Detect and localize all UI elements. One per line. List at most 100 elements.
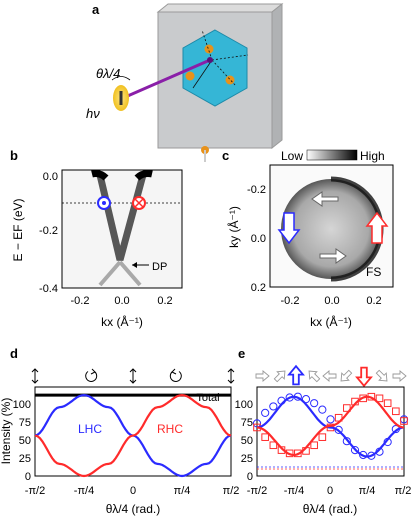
d-ytick-50: 50 xyxy=(19,435,31,447)
atom-1 xyxy=(204,44,214,54)
d-xtick-1: -π/4 xyxy=(74,485,94,497)
c-xtick-0: -0.2 xyxy=(281,295,300,307)
square-point xyxy=(261,433,269,441)
circular-cw-icon xyxy=(85,368,98,382)
linear-icon-2 xyxy=(129,368,137,384)
panel-b-label: b xyxy=(10,148,18,163)
square-point xyxy=(269,441,278,450)
d-ytick-100: 100 xyxy=(13,399,31,411)
e-xlabel: θλ/4 (rad.) xyxy=(303,502,357,516)
panel-d-label: d xyxy=(10,346,18,361)
circle-point xyxy=(342,437,351,446)
e-xtick-0: -π/2 xyxy=(247,485,267,497)
circle-point xyxy=(334,425,343,434)
d-ytick-0: 0 xyxy=(25,471,31,483)
circle-point xyxy=(359,450,368,460)
spin-arrow-icon xyxy=(340,369,353,382)
panel-b-arpes-map xyxy=(61,169,183,289)
d-xtick-0: -π/2 xyxy=(25,485,45,497)
linear-icon-3 xyxy=(227,368,235,384)
panel-a-schematic xyxy=(111,2,284,162)
c-ytick-2: 0.2 xyxy=(251,282,266,294)
atom-3 xyxy=(225,75,235,85)
panel-a-label: a xyxy=(92,2,100,17)
e-xtick-1: -π/4 xyxy=(284,485,304,497)
square-point xyxy=(310,441,318,450)
c-xtick-1: 0.0 xyxy=(324,295,339,307)
d-rhc-label: RHC xyxy=(157,422,183,436)
dp-annotation: DP xyxy=(152,261,167,273)
circle-point xyxy=(269,402,278,411)
b-ytick-0: 0.0 xyxy=(43,171,58,183)
e-ytick-0: 0 xyxy=(247,471,253,483)
e-ytick-25: 25 xyxy=(241,453,253,465)
fit-curve-2 xyxy=(256,395,405,458)
b-xtick-2: 0.2 xyxy=(157,295,172,307)
e-ytick-100: 100 xyxy=(235,399,253,411)
square-point xyxy=(375,394,384,403)
d-yticks: 100 75 50 25 0 xyxy=(13,399,31,483)
spin-arrow-icon xyxy=(392,370,407,382)
panel-e-label: e xyxy=(238,346,245,361)
d-ylabel: Intensity (%) xyxy=(0,398,13,465)
b-ytick-1: -0.2 xyxy=(39,225,58,237)
panel-c-label: c xyxy=(222,148,229,163)
panel-d-polarization-icons xyxy=(31,368,235,384)
d-lhc-label: LHC xyxy=(78,422,102,436)
e-ytick-75: 75 xyxy=(241,417,253,429)
linear-icon-1 xyxy=(31,368,39,384)
e-xtick-2: 0 xyxy=(327,485,333,497)
d-xtick-2: 0 xyxy=(130,485,136,497)
colorbar xyxy=(306,149,358,161)
spin-arrow-icon xyxy=(273,370,286,383)
d-xtick-3: π/4 xyxy=(174,485,191,497)
spin-arrow-icon xyxy=(322,370,337,382)
c-ytick-1: 0.0 xyxy=(251,233,266,245)
d-ytick-75: 75 xyxy=(19,417,31,429)
e-axes-frame xyxy=(256,386,405,477)
circle-point xyxy=(326,415,335,424)
d-xlabel: θλ/4 (rad.) xyxy=(106,502,160,516)
e-xtick-4: π/2 xyxy=(395,485,412,497)
e-ytick-50: 50 xyxy=(241,435,253,447)
d-axes-frame xyxy=(34,386,232,477)
spin-arrow-icon xyxy=(255,370,270,382)
d-xtick-4: π/2 xyxy=(223,485,240,497)
c-ytick-0: -0.2 xyxy=(247,184,266,196)
spin-arrow-icon xyxy=(375,369,388,382)
square-point xyxy=(383,399,392,407)
rhc-curve xyxy=(34,393,232,478)
square-point xyxy=(318,433,327,441)
b-ylabel: E − EF (eV) xyxy=(11,198,25,261)
b-xlabel: kx (Å⁻¹) xyxy=(101,314,143,329)
panel-e-spin-arrows xyxy=(255,364,407,388)
spin-arrow-icon xyxy=(355,366,373,388)
photon-label: hν xyxy=(86,106,100,121)
colorbar-high-label: High xyxy=(360,149,385,163)
circle-point xyxy=(318,405,327,414)
c-xlabel: kx (Å⁻¹) xyxy=(310,314,352,329)
b-xtick-0: -0.2 xyxy=(71,295,90,307)
square-point xyxy=(392,407,400,416)
d-plot-area xyxy=(34,393,232,478)
theta-label: θλ/4 xyxy=(96,66,120,81)
spin-arrow-icon xyxy=(308,370,321,383)
fs-annotation: FS xyxy=(366,265,381,279)
c-ylabel: ky (Å⁻¹) xyxy=(226,206,241,248)
circular-ccw-icon xyxy=(169,368,182,382)
c-xtick-2: 0.2 xyxy=(366,295,381,307)
e-xtick-3: π/4 xyxy=(359,485,376,497)
circle-point xyxy=(350,446,360,455)
b-ytick-2: -0.4 xyxy=(39,283,58,295)
panel-c-fermi-surface xyxy=(269,164,394,288)
d-ytick-25: 25 xyxy=(19,453,31,465)
spin-arrow-icon xyxy=(287,364,305,386)
atom-2 xyxy=(185,71,195,81)
d-total-label: Total xyxy=(196,392,219,404)
e-plot-area xyxy=(252,392,409,470)
circle-point xyxy=(310,399,319,408)
fit-curve-3 xyxy=(256,395,405,457)
square-point xyxy=(400,417,408,425)
colorbar-low-label: Low xyxy=(281,149,303,163)
